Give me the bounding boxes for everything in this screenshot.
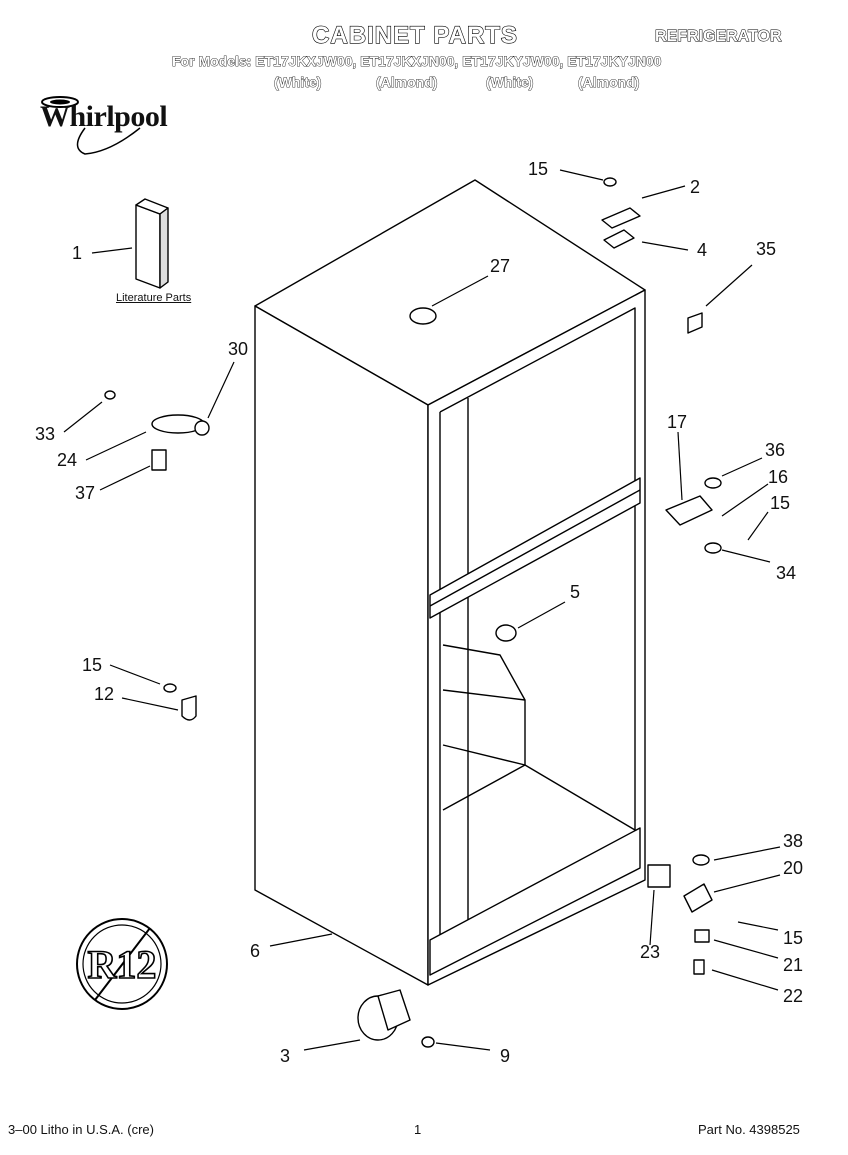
callout-5: 5 [570, 582, 581, 602]
washer-38 [692, 854, 710, 866]
cabinet-outline [254, 179, 646, 986]
model-color-3: (White) [486, 74, 534, 91]
page-title: CABINET PARTS [311, 21, 518, 49]
hinge-20 [683, 883, 713, 913]
plug-5 [495, 624, 517, 642]
callout-24: 24 [57, 450, 78, 470]
literature-parts-label: Literature Parts [116, 292, 192, 304]
pad-23 [647, 864, 671, 888]
callout-38: 38 [783, 831, 804, 851]
callout-35: 35 [756, 239, 777, 259]
callout-1: 1 [72, 243, 83, 263]
callout-30: 30 [228, 339, 249, 359]
bushing-37 [151, 449, 167, 471]
callout-21: 21 [783, 955, 804, 975]
footer-page-number: 1 [414, 1122, 422, 1137]
washer-34 [704, 542, 722, 554]
model-color-1: (White) [274, 74, 322, 91]
model-color-4: (Almond) [578, 74, 640, 91]
footer-litho: 3–00 Litho in U.S.A. (cre) [8, 1122, 154, 1137]
callout-16: 16 [768, 467, 789, 487]
bracket-12 [181, 695, 197, 721]
hinge-17 [665, 495, 713, 526]
model-color-2: (Almond) [376, 74, 438, 91]
callout-22: 22 [783, 986, 804, 1006]
screw-9 [421, 1036, 435, 1048]
logo-swirl-icon [41, 96, 141, 155]
shim-4 [603, 229, 635, 249]
no-r12-badge-icon: R12 [76, 918, 168, 1010]
badge-text: R12 [88, 942, 157, 987]
category-label: REFRIGERATOR [655, 28, 783, 46]
hinge-2 [601, 207, 641, 229]
callout-36: 36 [765, 440, 786, 460]
leader-lines [63, 169, 781, 1051]
callout-37: 37 [75, 483, 96, 503]
literature-booklet [135, 198, 169, 289]
callout-23: 23 [640, 942, 661, 962]
washer-36 [704, 477, 722, 489]
screw-22 [693, 959, 705, 975]
callout-34: 34 [776, 563, 797, 583]
screw-15-left [163, 683, 177, 693]
callout-15-top: 15 [528, 159, 549, 179]
logo-text: Whirlpool [40, 100, 168, 133]
callout-17: 17 [667, 412, 688, 432]
footer-part-number: Part No. 4398525 [698, 1122, 800, 1137]
callout-15-left: 15 [82, 655, 103, 675]
whirlpool-logo [30, 88, 190, 158]
washer-30 [194, 420, 210, 436]
callout-9: 9 [500, 1046, 511, 1066]
callout-2: 2 [690, 177, 701, 197]
part-21 [694, 929, 710, 943]
screw-33 [104, 390, 116, 400]
models-line: For Models: ET17JKXJW00, ET17JKXJN00, ET… [172, 53, 662, 70]
callout-33: 33 [35, 424, 56, 444]
callout-15-right: 15 [770, 493, 791, 513]
cap-35 [687, 312, 703, 334]
callout-20: 20 [783, 858, 804, 878]
callout-15-bottom: 15 [783, 928, 804, 948]
screw-15-top [603, 177, 617, 187]
callout-4: 4 [697, 240, 708, 260]
callout-27: 27 [490, 256, 511, 276]
plug-27 [409, 307, 437, 325]
callout-3: 3 [280, 1046, 291, 1066]
callout-6: 6 [250, 941, 261, 961]
callout-12: 12 [94, 684, 115, 704]
